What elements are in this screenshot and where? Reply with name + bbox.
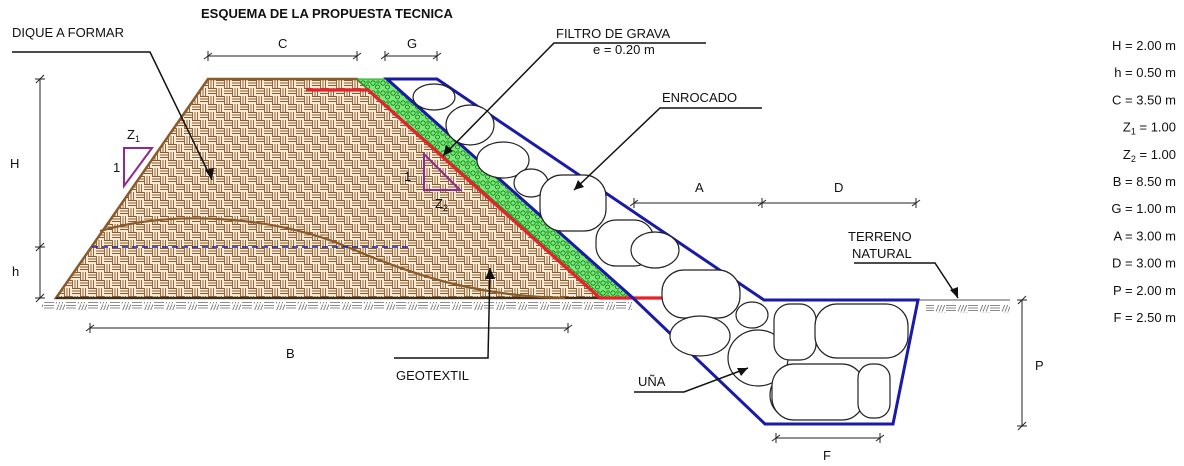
ground-hatch-left — [42, 302, 632, 310]
slope-one-right: 1 — [404, 169, 411, 184]
legend-item: Z1 = 1.00 — [1123, 120, 1176, 137]
dim-label-g: G — [407, 36, 417, 51]
dim-label-p: P — [1035, 358, 1044, 373]
legend-item: G = 1.00 m — [1111, 201, 1176, 216]
dim-label-f: F — [823, 448, 831, 463]
label-terreno-1: TERRENO — [848, 229, 912, 244]
slope-label-z2: Z2 — [435, 196, 448, 213]
riprap-rocks — [412, 83, 909, 421]
legend-item: h = 0.50 m — [1114, 65, 1176, 80]
leader-lines — [12, 42, 959, 393]
label-dique: DIQUE A FORMAR — [12, 25, 124, 40]
legend-item: F = 2.50 m — [1113, 310, 1176, 325]
legend-item: C = 3.50 m — [1112, 92, 1176, 107]
label-geotextil: GEOTEXTIL — [396, 368, 469, 383]
leader-arrowheads — [205, 145, 958, 376]
dim-label-c: C — [278, 36, 287, 51]
legend-item: D = 3.00 m — [1112, 256, 1176, 271]
slope-triangle-z2 — [423, 151, 463, 191]
legend: H = 2.00 m h = 0.50 m C = 3.50 m Z1 = 1.00Z… — [1111, 38, 1176, 325]
ground-hatch-right — [926, 305, 1010, 313]
slope-triangle-z1 — [123, 147, 154, 190]
dim-label-d: D — [834, 180, 843, 195]
legend-item: A = 3.00 m — [1113, 228, 1176, 243]
label-filtro-e: e = 0.20 m — [593, 42, 655, 57]
legend-item: Z2 = 1.00 — [1123, 147, 1176, 164]
embankment-inner-curve — [99, 217, 566, 300]
embankment-body — [56, 79, 606, 298]
label-una: UÑA — [638, 374, 666, 389]
legend-item: P = 2.00 m — [1113, 283, 1176, 298]
dimension-lines — [35, 51, 1027, 443]
slope-one-left: 1 — [113, 160, 120, 175]
legend-item: B = 8.50 m — [1113, 174, 1176, 189]
label-terreno-2: NATURAL — [852, 246, 912, 261]
label-enrocado: ENROCADO — [662, 90, 737, 105]
label-filtro: FILTRO DE GRAVA — [556, 26, 670, 41]
geotextile-line — [306, 88, 690, 300]
dim-label-h-lower: h — [12, 264, 19, 279]
dim-label-h-upper: H — [10, 156, 19, 171]
slope-label-z1: Z1 — [127, 127, 140, 144]
title: ESQUEMA DE LA PROPUESTA TECNICA — [201, 6, 453, 21]
legend-item: H = 2.00 m — [1112, 38, 1176, 53]
dim-label-b: B — [286, 346, 295, 361]
dim-label-a: A — [695, 180, 704, 195]
